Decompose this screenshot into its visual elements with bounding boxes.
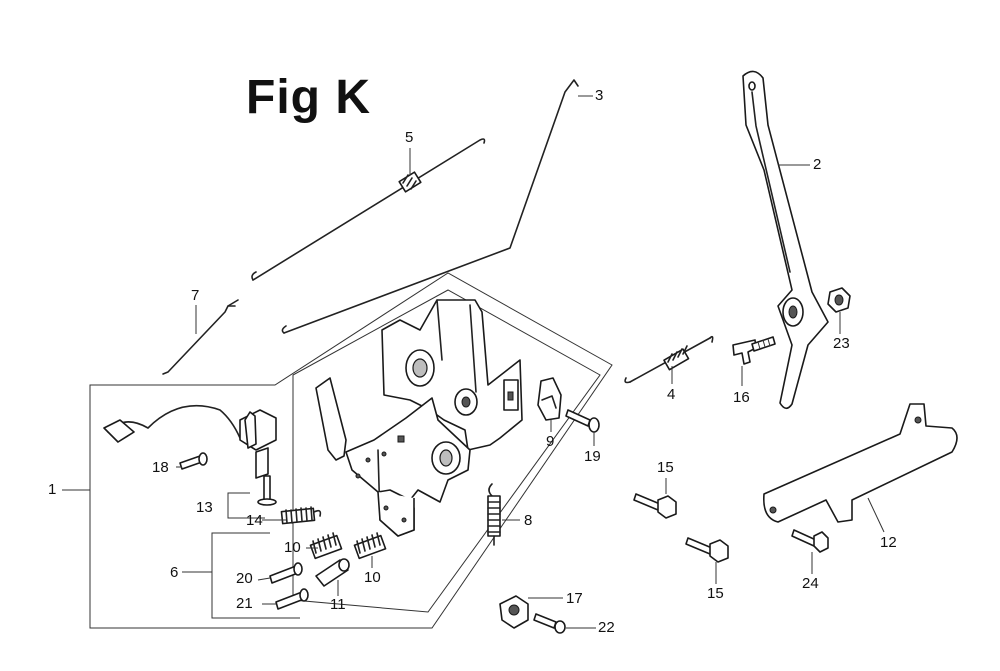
spring-8 <box>487 483 501 546</box>
callout-20: 20 <box>236 570 253 587</box>
callout-17: 17 <box>566 590 583 607</box>
callout-7: 7 <box>191 287 200 304</box>
bolt-19 <box>565 409 600 433</box>
rod-7 <box>162 299 239 375</box>
callout-21: 21 <box>236 595 253 612</box>
bolt-15b <box>685 537 729 563</box>
clip-9 <box>537 377 562 421</box>
callout-18: 18 <box>152 459 169 476</box>
callout-15b: 15 <box>707 585 724 602</box>
callout-19: 19 <box>584 448 601 465</box>
plate-12 <box>762 403 958 523</box>
bolt-16 <box>732 336 776 365</box>
callout-3: 3 <box>595 87 604 104</box>
rod-4 <box>624 335 714 384</box>
nut-23 <box>827 287 851 313</box>
switch-13 <box>103 404 277 506</box>
callout-10b: 10 <box>364 569 381 586</box>
screw-21 <box>275 588 309 610</box>
callout-24: 24 <box>802 575 819 592</box>
callout-16: 16 <box>733 389 750 406</box>
figure-title: Fig K <box>246 71 371 124</box>
callout-22: 22 <box>598 619 615 636</box>
bracket-13 <box>227 492 265 519</box>
callout-2: 2 <box>813 156 822 173</box>
screw-20 <box>269 562 303 584</box>
spring-5 <box>398 171 422 193</box>
lever-2 <box>742 70 829 410</box>
control-base-assembly <box>315 299 523 537</box>
bolt-24 <box>791 529 829 553</box>
callout-1: 1 <box>48 481 57 498</box>
callout-9: 9 <box>546 433 555 450</box>
assembly-outline <box>89 272 613 629</box>
screw-18 <box>179 452 208 470</box>
rod-3 <box>281 79 579 334</box>
bolt-15a <box>633 493 677 519</box>
spring-10a <box>309 532 343 560</box>
callout-23: 23 <box>833 335 850 352</box>
callout-10a: 10 <box>284 539 301 556</box>
callout-15a: 15 <box>657 459 674 476</box>
spring-10b <box>353 532 387 560</box>
spring-4 <box>663 345 690 371</box>
screw-22 <box>533 613 566 634</box>
bracket-6 <box>211 532 300 619</box>
callout-11: 11 <box>330 596 346 613</box>
spring-14 <box>280 506 322 525</box>
pin-11 <box>315 558 350 587</box>
callout-6: 6 <box>170 564 179 581</box>
leader-lines <box>62 95 885 629</box>
callout-14: 14 <box>246 512 263 529</box>
callout-5: 5 <box>405 129 414 146</box>
rod-5 <box>251 138 486 281</box>
callout-12: 12 <box>880 534 897 551</box>
callout-13: 13 <box>196 499 213 516</box>
clamp-17 <box>499 595 529 629</box>
callout-8: 8 <box>524 512 533 529</box>
inner-frame-outline <box>292 289 601 613</box>
callout-4: 4 <box>667 386 676 403</box>
